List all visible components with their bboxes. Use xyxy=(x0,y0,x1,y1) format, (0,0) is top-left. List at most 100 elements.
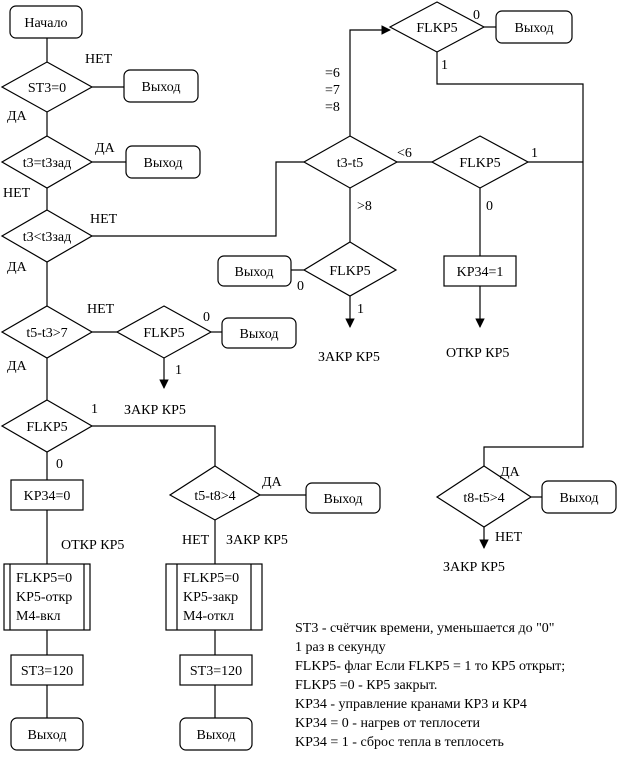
one-label-4: 1 xyxy=(531,146,538,161)
flkp5-mid2-label: FLKP5 xyxy=(329,264,370,279)
set-close-line-1: FLKP5=0 xyxy=(183,571,239,586)
decision-t5-t3 xyxy=(0,305,94,359)
one-label-5: 1 xyxy=(357,302,364,317)
exit-mid2 xyxy=(217,255,292,287)
t3-eq-label: t3=t3зад xyxy=(23,156,72,171)
zakr-kp5-3: ЗАКР КР5 xyxy=(318,350,380,365)
exit-right-bottom xyxy=(179,717,253,751)
exit-left-bottom-label: Выход xyxy=(28,728,67,743)
net-label-5: НЕТ xyxy=(182,533,210,548)
kp34-1-label: KP34=1 xyxy=(457,265,504,280)
decision-st3 xyxy=(0,61,94,113)
t8-t5-label: t8-t5>4 xyxy=(463,491,504,506)
note-line: KP34 = 1 - сброс тепла в теплосеть xyxy=(295,735,504,750)
zero-label-3: 0 xyxy=(473,8,480,23)
st3-120-right-process xyxy=(179,654,253,686)
net-label-6: НЕТ xyxy=(495,530,523,545)
decision-t5-t8 xyxy=(168,465,262,521)
st3-120-left-label: ST3=120 xyxy=(21,664,73,679)
flkp5-mid-label: FLKP5 xyxy=(143,326,184,341)
decision-flkp5-r xyxy=(430,135,530,189)
set-close-line-3: M4-откл xyxy=(183,609,234,624)
zero-label-4: 0 xyxy=(486,199,493,214)
decision-flkp5-mid2 xyxy=(302,241,398,297)
exit-t8-t5-label: Выход xyxy=(560,491,599,506)
decision-flkp5-top xyxy=(388,1,486,53)
da-label-5: ДА xyxy=(262,475,283,490)
st3-check-label: ST3=0 xyxy=(28,81,66,96)
close-subprocess xyxy=(165,563,263,631)
set-open-line-3: M4-вкл xyxy=(16,609,61,624)
note-line: 1 раз в секунду xyxy=(295,640,386,655)
decision-t3-eq xyxy=(0,135,94,189)
kp34-1-process xyxy=(443,255,517,287)
exit-right-bottom-label: Выход xyxy=(197,728,236,743)
exit-mid2-label: Выход xyxy=(235,265,274,280)
exit-top xyxy=(495,10,573,44)
exit-t8-t5 xyxy=(541,480,617,514)
otkr-kp5-1: ОТКР КР5 xyxy=(61,538,124,553)
exit-left-bottom xyxy=(10,717,84,751)
zakr-kp5-4: ЗАКР КР5 xyxy=(443,560,505,575)
block-texts: Начало ST3=0 Выход t3=t3зад Выход t3<t3з… xyxy=(16,16,598,743)
zero-label-5: 0 xyxy=(297,279,304,294)
start-terminal xyxy=(9,5,83,39)
otkr-kp5-2: ОТКР КР5 xyxy=(446,346,509,361)
net-label-2: НЕТ xyxy=(3,186,31,201)
exit-terminal-1 xyxy=(123,69,199,103)
decision-t3-t5 xyxy=(302,135,399,189)
zero-label-1: 0 xyxy=(203,310,210,325)
t5-t3-label: t5-t3>7 xyxy=(26,326,67,341)
note-line: ST3 - счётчик времени, уменьшается до "0… xyxy=(295,621,555,636)
exit-2-label: Выход xyxy=(144,156,183,171)
zakr-kp5-2: ЗАКР КР5 xyxy=(226,533,288,548)
net-label-1: НЕТ xyxy=(85,52,113,67)
eq6-label: =6 xyxy=(325,66,340,81)
da-label-1: ДА xyxy=(7,109,28,124)
connectors xyxy=(46,25,584,718)
st3-120-left-process xyxy=(10,654,84,686)
decision-t3-lt xyxy=(0,209,94,263)
da-label-4: ДА xyxy=(7,359,28,374)
branch-labels: НЕТ ДА ДА НЕТ НЕТ ДА НЕТ ДА 0 1 ЗАКР КР5… xyxy=(3,8,538,575)
start-label: Начало xyxy=(24,16,67,31)
note-line: FLKP5 =0 - КР5 закрыт. xyxy=(295,678,438,693)
kp34-0-label: KP34=0 xyxy=(24,489,71,504)
t3-t5-label: t3-t5 xyxy=(337,156,363,171)
exit-t5-t8 xyxy=(305,482,381,514)
set-close-line-2: KP5-закр xyxy=(183,590,238,605)
open-subprocess xyxy=(3,563,91,631)
kp34-0-process xyxy=(10,479,84,511)
zero-label-2: 0 xyxy=(56,457,63,472)
lt6-label: <6 xyxy=(397,146,412,161)
st3-120-right-label: ST3=120 xyxy=(190,664,242,679)
one-label-3: 1 xyxy=(441,58,448,73)
t5-t8-label: t5-t8>4 xyxy=(194,489,235,504)
da-label-6: ДА xyxy=(500,465,521,480)
exit-3-label: Выход xyxy=(240,327,279,342)
da-label-2: ДА xyxy=(95,141,116,156)
t3-lt-label: t3<t3зад xyxy=(23,230,72,245)
one-label-1: 1 xyxy=(175,363,182,378)
note-line: FLKP5- флаг Если FLKP5 = 1 то КР5 открыт… xyxy=(295,659,566,674)
note-line: KP34 - управление кранами КР3 и КР4 xyxy=(295,697,527,712)
exit-1-label: Выход xyxy=(142,80,181,95)
note-line: KP34 = 0 - нагрев от теплосети xyxy=(295,716,481,731)
eq7-label: =7 xyxy=(325,83,340,98)
zakr-kp5-1: ЗАКР КР5 xyxy=(124,403,186,418)
net-label-3: НЕТ xyxy=(90,212,118,227)
gt8-label: >8 xyxy=(357,199,372,214)
set-open-line-1: FLKP5=0 xyxy=(16,571,72,586)
set-open-line-2: KP5-откр xyxy=(16,590,72,605)
exit-t5-t8-label: Выход xyxy=(324,492,363,507)
decision-t8-t5 xyxy=(435,465,533,528)
da-label-3: ДА xyxy=(7,260,28,275)
decision-flkp5-mid xyxy=(115,305,213,359)
flkp5-left-label: FLKP5 xyxy=(26,420,67,435)
exit-top-label: Выход xyxy=(515,21,554,36)
flkp5-r-label: FLKP5 xyxy=(459,156,500,171)
net-label-4: НЕТ xyxy=(87,302,115,317)
